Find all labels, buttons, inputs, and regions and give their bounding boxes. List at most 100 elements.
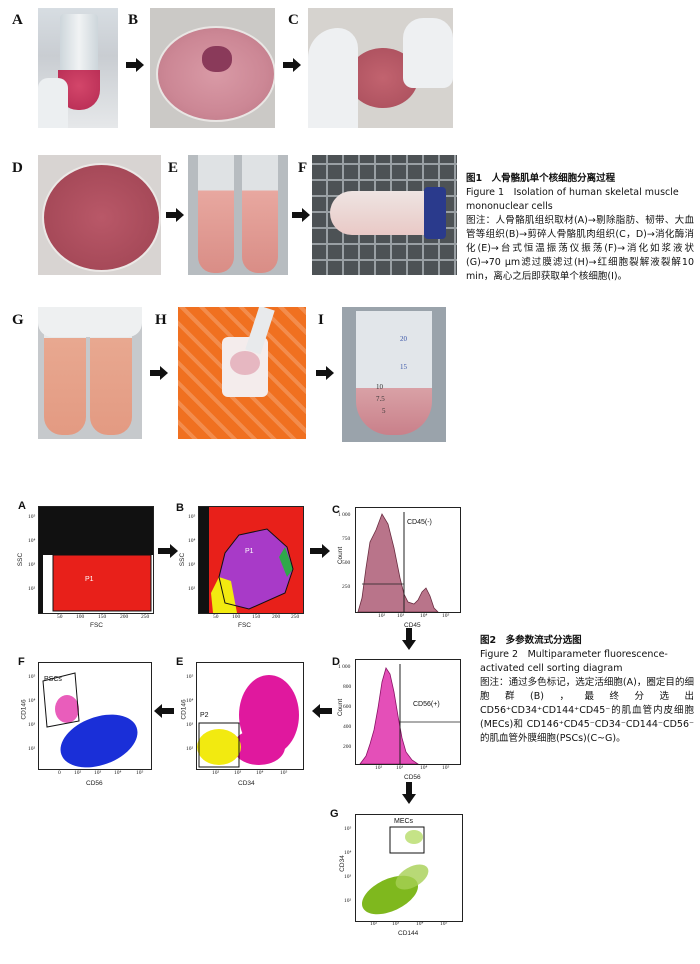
arrow-right-icon [150,366,168,380]
plot-b-xlabel: FSC [238,622,251,629]
photo-d-minced-tissue [38,155,161,275]
plot-e-ytick: 10² [186,746,194,752]
fig1-label-c: C [288,12,299,28]
plot-b-xtick: 150 [252,614,261,620]
plot-b-ytick: 10⁵ [188,514,196,520]
photo-c-mincing [308,8,453,128]
arrow-down-icon [402,782,416,804]
plot-g-ytick: 10⁴ [344,850,352,856]
fig2-label-e: E [176,656,184,668]
plot-e-cd34-cd146 [196,662,304,770]
plot-d-ytick: 1 000 [338,664,351,670]
plot-f-xlabel: CD56 [86,780,103,787]
plot-a-fsc-ssc [38,506,154,614]
plot-c-ytick: 750 [342,536,351,542]
plot-f-xtick: 10⁵ [136,770,144,776]
plot-g-xtick: 10⁴ [416,921,424,927]
plot-e-xlabel: CD34 [238,780,255,787]
plot-g-ytick: 10⁵ [344,826,352,832]
fig1-label-a: A [12,12,23,28]
photo-g-slurry [38,307,142,439]
tube-mark-10: 10 [376,383,383,391]
plot-e-gate-label: P2 [200,712,209,719]
plot-f-ytick: 10³ [28,722,36,728]
plot-c-cd45-histogram [355,507,461,613]
plot-f-ytick: 10⁴ [28,698,36,704]
plot-g-xtick: 10⁵ [440,921,448,927]
plot-b-ytick: 10² [188,586,196,592]
plot-a-ytick: 10³ [28,562,36,568]
plot-b-ylabel: SSC [179,552,187,567]
plot-f-xtick: 10³ [94,770,102,776]
plot-f-ylabel: CD146 [20,699,28,720]
photo-b-petri-dish [150,8,275,128]
plot-g-cd144-cd34 [355,814,463,922]
plot-b-fsc-ssc-gated [198,506,304,614]
plot-b-ytick: 10³ [188,562,196,568]
plot-f-ytick: 10⁵ [28,674,36,680]
figure1-caption: 图1 人骨骼肌单个核细胞分离过程 Figure 1 Isolation of h… [466,172,694,284]
arrow-right-icon [316,366,334,380]
fig2-label-d: D [332,656,340,668]
plot-e-ytick: 10³ [186,722,194,728]
plot-e-xtick: 10⁵ [280,770,288,776]
plot-a-ytick: 10⁵ [28,514,36,520]
plot-e-xtick: 10⁴ [256,770,264,776]
fig1-label-b: B [128,12,139,28]
plot-c-xtick: 10³ [397,613,405,619]
figure2-note: 图注：通过多色标记，选定活细胞(A)，圈定目的细胞群(B)，最终分选出CD56⁺… [480,677,694,744]
figure1-title-cn: 图1 人骨骼肌单个核细胞分离过程 [466,173,616,184]
plot-g-ytick: 10² [344,898,352,904]
plot-g-xtick: 10² [370,921,378,927]
plot-f-xtick: 10² [74,770,82,776]
plot-g-gate-label: MECs [394,818,414,825]
plot-g-svg [361,826,429,915]
fig1-label-d: D [12,160,23,176]
plot-c-svg [357,512,439,612]
plot-b-svg [199,507,303,613]
fig2-label-c: C [332,504,340,516]
plot-a-gate-label: P1 [85,576,94,583]
photo-a-tube-muscle [38,8,118,128]
arrow-right-icon [283,58,301,72]
plot-a-svg [39,507,153,613]
plot-e-ytick: 10⁵ [186,674,194,680]
tube-mark-7.5: 7.5 [376,395,385,403]
fig1-label-i: I [318,312,324,328]
plot-d-xtick: 10² [375,765,383,771]
plot-c-ytick: 1 000 [338,512,351,518]
plot-f-cd56-cd146 [38,662,152,770]
plot-b-xtick: 250 [291,614,300,620]
plot-d-svg [359,664,460,764]
plot-d-cd56-histogram [355,659,461,765]
plot-e-ytick: 10⁴ [186,698,194,704]
plot-a-xtick: 250 [141,614,150,620]
plot-b-xtick: 50 [213,614,219,620]
plot-d-xlabel: CD56 [404,774,421,781]
tube-mark-20: 20 [400,335,407,343]
plot-d-xtick: 10⁵ [442,765,450,771]
fig2-label-g: G [330,808,339,820]
figure1-note: 图注：人骨骼肌组织取材(A)→剔除脂肪、韧带、大血管等组织(B)→剪碎人骨骼肌肉… [466,215,694,282]
fig1-label-e: E [168,160,179,176]
plot-f-xtick: 10⁴ [114,770,122,776]
plot-c-xtick: 10² [378,613,386,619]
plot-a-ytick: 10⁴ [28,538,36,544]
plot-a-ylabel: SSC [17,552,25,567]
plot-g-ylabel: CD34 [338,855,346,872]
plot-b-gate-label: P1 [245,548,254,555]
plot-a-xtick: 150 [98,614,107,620]
plot-d-ytick: 400 [343,724,352,730]
arrow-down-icon [402,628,416,650]
plot-g-xtick: 10³ [392,921,400,927]
fig1-label-h: H [155,312,167,328]
photo-f-shaker [312,155,457,275]
plot-d-ytick: 200 [343,744,352,750]
plot-d-gate-label: CD56(+) [413,701,440,708]
plot-c-ytick: 250 [342,584,351,590]
plot-e-svg [197,675,299,768]
fig2-label-a: A [18,500,26,512]
arrow-right-icon [126,58,144,72]
plot-b-xtick: 200 [272,614,281,620]
figure2-caption: 图2 多参数流式分选图 Figure 2 Multiparameter fluo… [480,634,694,746]
